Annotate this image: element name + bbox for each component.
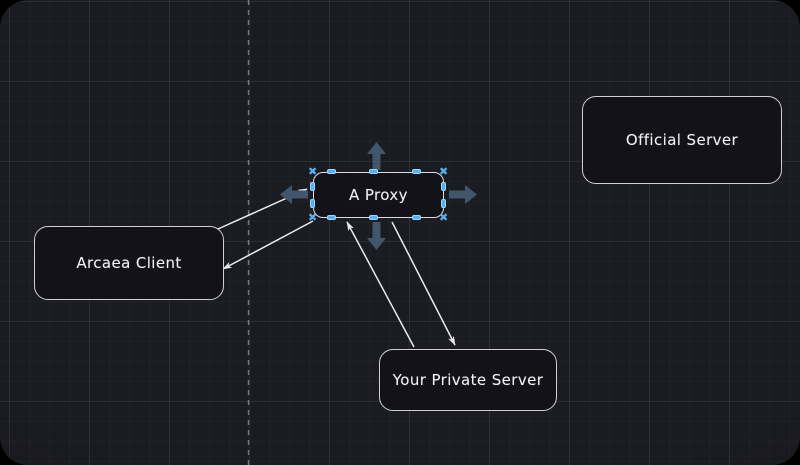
node-official-server[interactable]: Official Server: [582, 96, 782, 184]
edge-proxy-to-client[interactable]: [222, 220, 314, 270]
resize-handle-bottom-c[interactable]: [412, 215, 421, 220]
resize-handle-top-right[interactable]: ✖: [439, 165, 449, 178]
node-label: Official Server: [625, 131, 739, 149]
node-a-proxy[interactable]: A Proxy: [313, 172, 444, 218]
resize-handle-bottom-right[interactable]: ✖: [439, 211, 449, 224]
resize-handle-top-b[interactable]: [369, 169, 378, 174]
resize-handle-left-b[interactable]: [310, 199, 315, 208]
resize-handle-bottom-a[interactable]: [327, 215, 336, 220]
edge-proxy-to-private[interactable]: [391, 221, 456, 346]
node-arcaea-client[interactable]: Arcaea Client: [34, 226, 224, 300]
node-label: Arcaea Client: [76, 254, 182, 272]
connect-right-arrow-icon[interactable]: [448, 183, 478, 207]
resize-handle-top-left[interactable]: ✖: [308, 165, 318, 178]
resize-handle-top-a[interactable]: [327, 169, 336, 174]
resize-handle-bottom-left[interactable]: ✖: [308, 211, 318, 224]
connect-down-arrow-icon[interactable]: [365, 221, 389, 251]
resize-handle-right-b[interactable]: [441, 199, 446, 208]
resize-handle-right-a[interactable]: [441, 182, 446, 191]
resize-handle-top-c[interactable]: [412, 169, 421, 174]
edge-private-to-proxy[interactable]: [346, 221, 415, 348]
connect-left-arrow-icon[interactable]: [279, 183, 309, 207]
connect-up-arrow-icon[interactable]: [365, 141, 389, 171]
node-your-private-server[interactable]: Your Private Server: [379, 349, 557, 411]
node-label: A Proxy: [349, 186, 408, 204]
node-label: Your Private Server: [392, 371, 544, 389]
resize-handle-bottom-b[interactable]: [369, 215, 378, 220]
resize-handle-left-a[interactable]: [310, 182, 315, 191]
